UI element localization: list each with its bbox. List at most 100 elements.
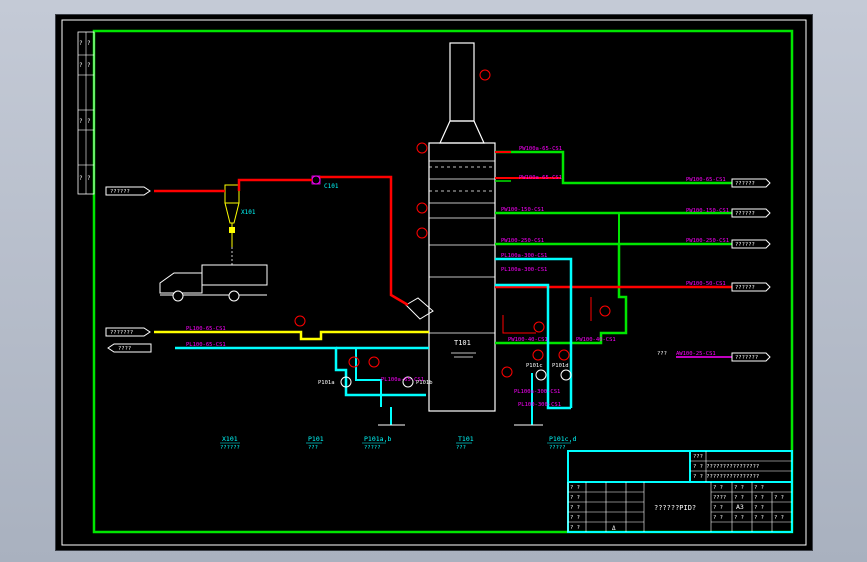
tb-head: ? ? (713, 485, 723, 491)
tb-cell: ? ? (754, 505, 764, 511)
sheet-frame (61, 19, 807, 546)
stream-out-4: ?????? (735, 285, 755, 291)
red-thin-1 (502, 315, 536, 334)
tb-head: ? ? (754, 485, 764, 491)
cyan-branch (355, 348, 382, 407)
stream-out-cyan: ???? (118, 346, 131, 352)
pump-tag: P101a (318, 380, 335, 386)
tb-cell: ? ? (754, 515, 764, 521)
stream-out-arrow-1 (731, 178, 771, 188)
stream-out-1: ?????? (735, 181, 755, 187)
tb-left: ? ? (570, 525, 580, 531)
pump-tag: P101b (416, 380, 433, 386)
line-label: PW100-250-CS1 (501, 238, 544, 244)
stream-out-2: ?????? (735, 211, 755, 217)
stream-out-arrow-3 (731, 239, 771, 249)
line-label: AW100-25-CS1 (676, 351, 716, 357)
cyclone-separator[interactable]: X101 (224, 184, 256, 247)
stream-out-arrow-4 (731, 282, 771, 292)
tb-cell: ? ? (734, 495, 744, 501)
stamp-cell: ? (87, 118, 91, 125)
sheet-border (92, 29, 794, 534)
line-label: PW100-40-CS1 (576, 337, 616, 343)
line-labels: PW100a-65-CS1 PW100a-65-CS1 PW100-65-CS1… (186, 146, 729, 408)
tb-row: ? ? ???????????????? (693, 474, 759, 480)
line-label: PL100a-300-CS1 (501, 253, 547, 259)
stream-out-arrow-5 (731, 352, 771, 362)
stamp-cell: ? (79, 40, 83, 47)
equip-sub: ?????? (220, 445, 240, 451)
stamp-cell: ? (87, 62, 91, 69)
green-line-1 (495, 150, 732, 185)
tb-row: ? ? ???????????????? (693, 464, 759, 470)
stamp-cell: ? (87, 175, 91, 182)
pump-group-left[interactable] (340, 376, 414, 388)
line-label: PL100a-65-CS1 (381, 377, 424, 383)
pump-tag: P101d (552, 363, 569, 369)
instrument-bubble (416, 227, 428, 239)
stream-out-arrow-2 (731, 208, 771, 218)
stream-out-3: ?????? (735, 242, 755, 248)
line-label: PL100-65-CS1 (186, 342, 226, 348)
tb-row: ??? (693, 454, 703, 460)
drawing-viewport[interactable]: ? ? ? ? ? ? ? ? (55, 14, 813, 551)
line-label: PW100a-65-CS1 (519, 175, 562, 181)
stream-out-5: ??????? (735, 355, 758, 361)
stream-in-flue: ?????? (110, 189, 130, 195)
instrument-bubble (558, 349, 570, 361)
left-stamp: ? ? ? ? ? ? ? ? (77, 31, 95, 195)
stream-in-flue-arrow (105, 186, 151, 196)
stamp-cell: ? (87, 40, 91, 47)
tb-mark: Δ (612, 525, 616, 532)
instrument-bubble (479, 69, 491, 81)
tower-tag: T101 (454, 339, 471, 347)
instrument-bubble (416, 142, 428, 154)
instrument-bubble (501, 366, 513, 378)
equip-sub: ????? (549, 445, 566, 451)
stream-arrows[interactable]: ?????? ??????? ???? ?????? ?????? ??????… (105, 178, 771, 362)
stamp-cell: ? (79, 62, 83, 69)
instrument-bubble (416, 202, 428, 214)
cyan-line-2 (495, 283, 571, 410)
flue-gas-to-fan-line (237, 178, 312, 191)
line-label: PW100-250-CS1 (686, 238, 729, 244)
pump-group-right[interactable] (535, 369, 572, 381)
tb-left: ? ? (570, 485, 580, 491)
equip-tag: P101c,d (549, 435, 576, 443)
tb-cell: A3 (736, 503, 744, 511)
equip-sub: ??? (456, 445, 466, 451)
instruments[interactable] (294, 69, 611, 378)
tb-cell: ? ? (713, 505, 723, 511)
instrument-bubble (533, 321, 545, 333)
pump-tag: P101c (526, 363, 543, 369)
stream-in-yellow: ??????? (110, 330, 133, 336)
line-label: PL100-65-CS1 (186, 326, 226, 332)
tb-cell: ? ? (774, 515, 784, 521)
absorption-tower[interactable]: T101 (405, 42, 496, 412)
equip-sub: ????? (364, 445, 381, 451)
stamp-cell: ? (79, 175, 83, 182)
truck (159, 247, 268, 302)
line-label: PW100-50-CS1 (686, 281, 726, 287)
stamp-cell: ? (79, 118, 83, 125)
pid-drawing: ? ? ? ? ? ? ? ? (61, 19, 807, 546)
tb-left: ? ? (570, 495, 580, 501)
line-label: PW100-40-CS1 (508, 337, 548, 343)
stream-out-cyan-arrow (107, 343, 152, 353)
cyan-outlet-line (175, 346, 426, 397)
tb-left: ? ? (570, 505, 580, 511)
line-label: PL100a-300-CS1 (501, 267, 547, 273)
line-label: PW100-65-CS1 (686, 177, 726, 183)
cyan-line-1 (495, 257, 573, 408)
line-label: PW100-150-CS1 (686, 208, 729, 214)
equip-tag: X101 (222, 435, 238, 443)
instrument-bubble (348, 356, 360, 368)
equip-sub: ??? (308, 445, 318, 451)
tb-cell: ? ? (754, 495, 764, 501)
line-label: PW100-150-CS1 (501, 207, 544, 213)
line-label: ??? (657, 351, 667, 357)
tb-cell: ???? (713, 495, 726, 501)
tb-left: ? ? (570, 515, 580, 521)
line-label: PW100a-65-CS1 (519, 146, 562, 152)
